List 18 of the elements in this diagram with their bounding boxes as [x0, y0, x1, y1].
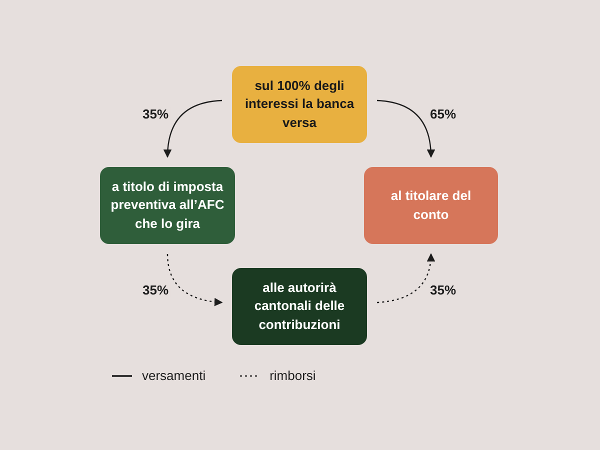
- edge-label: 65%: [428, 106, 458, 121]
- legend-label: versamenti: [142, 368, 206, 383]
- box-text: a titolo di imposta preventiva all’AFC che lo gira: [110, 178, 225, 233]
- dashed-arrow: [376, 253, 435, 304]
- box-text: sul 100% degli interessi la banca versa: [244, 77, 356, 132]
- dashed-arrow: [166, 254, 223, 306]
- box-text: alle autorirà cantonali delle contribuzioni: [253, 279, 346, 334]
- arrow: [164, 100, 222, 158]
- process-box: [364, 167, 498, 244]
- box-text: al titolare del conto: [390, 187, 472, 224]
- edge-label: 35%: [140, 106, 171, 121]
- legend-label: rimborsi: [270, 368, 316, 383]
- edge-label: 35%: [140, 282, 171, 297]
- arrow: [376, 100, 435, 158]
- edge-label: 35%: [428, 282, 458, 297]
- process-box: [232, 66, 367, 143]
- process-box: [100, 167, 235, 244]
- process-box: [232, 268, 367, 345]
